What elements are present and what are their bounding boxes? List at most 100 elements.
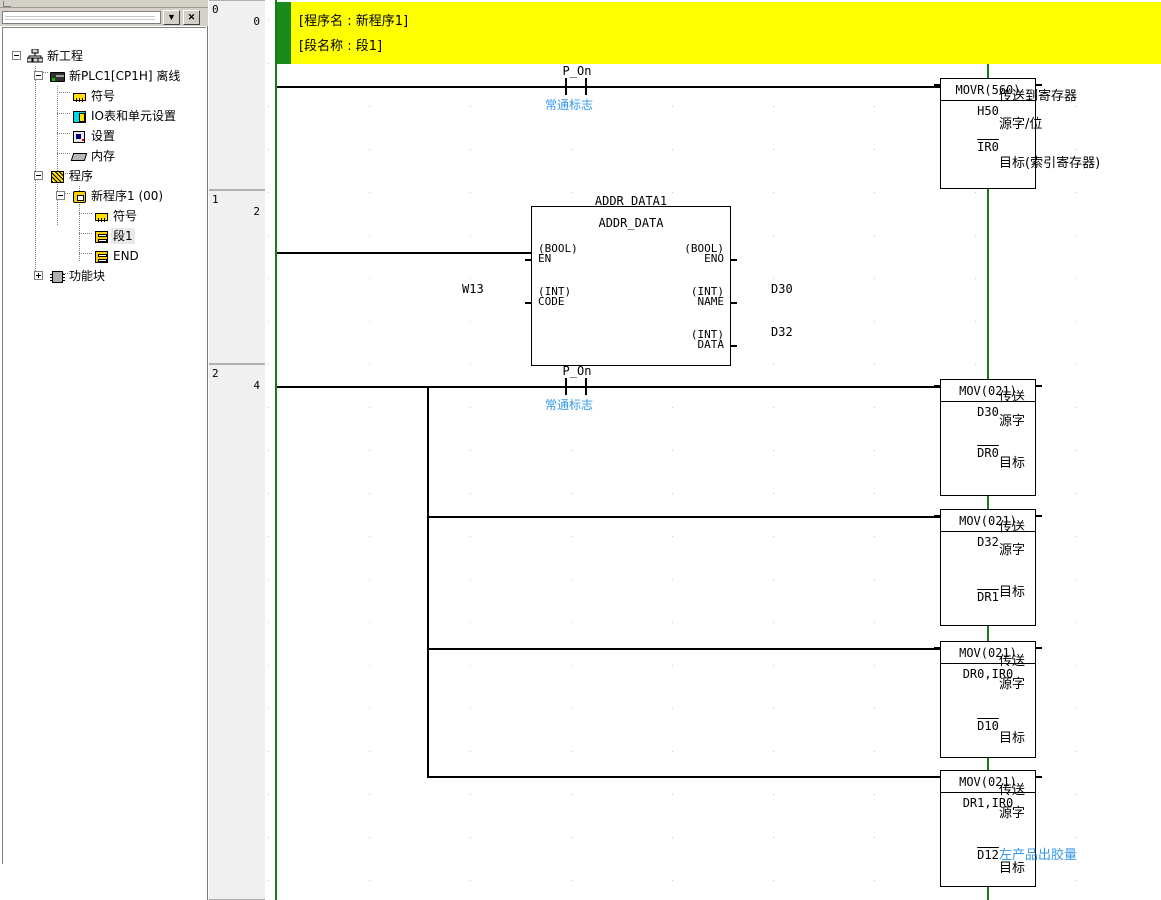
tree-connector bbox=[57, 92, 71, 93]
rung-number-cell[interactable]: 2 4 bbox=[209, 364, 265, 900]
right-power-rail bbox=[987, 364, 989, 900]
instruction-block-mov[interactable]: MOV(021) DR1,IR0 D12 bbox=[934, 770, 1042, 887]
rung-index: 2 bbox=[212, 367, 219, 380]
contact-p-on[interactable]: P_On 常通标志 bbox=[545, 64, 607, 112]
instr-operand-source: D30 bbox=[977, 405, 999, 419]
instr-opcode: MOV(021) bbox=[941, 642, 1035, 664]
rung-header-marker bbox=[277, 2, 291, 64]
instr-dest-symbol-comment: 左产品出胶量 bbox=[999, 848, 1078, 863]
tree-expander-expand-icon[interactable] bbox=[34, 271, 43, 280]
ladder-editor: 0 0 1 2 2 4 [程序名 : 新程序1] [段名称 : 段1] P_On bbox=[209, 0, 1161, 900]
instr-comment-dest: 目标 bbox=[999, 456, 1026, 471]
section-icon bbox=[93, 229, 109, 243]
left-power-rail bbox=[275, 190, 277, 364]
tree-item-label: 符号 bbox=[113, 209, 138, 223]
tree-item-label: IO表和单元设置 bbox=[91, 109, 176, 123]
rung-step-addr: 4 bbox=[253, 379, 260, 392]
close-icon[interactable]: ✕ bbox=[183, 10, 200, 25]
section-icon bbox=[93, 249, 109, 263]
tree-connector bbox=[79, 233, 93, 234]
instruction-block-mov[interactable]: MOV(021) D32 DR1 bbox=[934, 509, 1042, 626]
instr-comment-source: 源字 bbox=[999, 806, 1026, 821]
instr-comment-opcode: 传送 bbox=[999, 654, 1026, 669]
tree-scroll-area[interactable] bbox=[2, 864, 206, 898]
instr-operand-dest: D10 bbox=[977, 719, 999, 733]
instr-input-stub bbox=[934, 385, 940, 387]
fb-input-code: (INT) CODE bbox=[538, 285, 572, 308]
fb-arg-data: D32 bbox=[771, 325, 793, 339]
chevron-down-icon[interactable]: ▼ bbox=[163, 10, 180, 25]
branch-vertical-wire bbox=[427, 386, 429, 778]
instr-output-stub bbox=[1036, 776, 1042, 778]
rung-index: 1 bbox=[212, 193, 219, 206]
rung-number-cell[interactable]: 1 2 bbox=[209, 190, 265, 364]
section-name-label: [段名称 : 段1] bbox=[299, 39, 383, 54]
instr-comment-opcode: 传送到寄存器 bbox=[999, 89, 1078, 104]
tree-connector bbox=[79, 186, 80, 262]
tree-connector bbox=[57, 153, 71, 154]
program-icon bbox=[49, 169, 65, 183]
contact-p-on[interactable]: P_On 常通标志 bbox=[545, 364, 607, 412]
rung-number-cell[interactable]: 0 0 bbox=[209, 0, 265, 190]
branch-wire bbox=[427, 648, 940, 650]
tree-expander-collapse-icon[interactable] bbox=[12, 51, 21, 60]
instr-comment-source: 源字 bbox=[999, 414, 1026, 429]
contact-name: P_On bbox=[562, 364, 592, 378]
instr-comment-opcode: 传送 bbox=[999, 520, 1026, 535]
instruction-block-mov[interactable]: MOV(021) D30 DR0 bbox=[934, 379, 1042, 496]
tree-expander-collapse-icon[interactable] bbox=[34, 71, 43, 80]
tree-item-label: 程序 bbox=[69, 169, 94, 183]
rung-wire bbox=[277, 252, 534, 254]
tree-connector bbox=[57, 133, 71, 134]
rung-wire bbox=[277, 386, 940, 388]
function-block-addr-data[interactable]: ADDR_DATA (BOOL) EN (INT) CODE (BOOL) EN… bbox=[525, 206, 737, 366]
tree-item-label: 新程序1 (00) bbox=[91, 189, 164, 203]
fb-arg-name: D30 bbox=[771, 282, 793, 296]
instr-operand-dest: DR1 bbox=[977, 590, 999, 604]
right-power-rail bbox=[987, 190, 989, 364]
tree-item-label: 内存 bbox=[91, 149, 116, 163]
task-icon bbox=[71, 189, 87, 203]
instr-output-stub bbox=[1036, 84, 1042, 86]
instr-comment-dest: 目标 bbox=[999, 585, 1026, 600]
instr-output-stub bbox=[1036, 515, 1042, 517]
instr-comment-dest: 目标 bbox=[999, 731, 1026, 746]
tree-item-label: 符号 bbox=[91, 89, 116, 103]
symbol-icon bbox=[71, 89, 87, 103]
instr-operand-source: H50 bbox=[977, 104, 999, 118]
instr-comment-opcode: 传送 bbox=[999, 390, 1026, 405]
instr-input-stub bbox=[934, 84, 940, 86]
instr-operand-source: DR1,IR0 bbox=[962, 796, 1014, 810]
tree-expander-collapse-icon[interactable] bbox=[34, 171, 43, 180]
tree-item-label: 段1 bbox=[111, 228, 135, 244]
tree-item-label: 新工程 bbox=[47, 49, 84, 63]
instruction-block-mov[interactable]: MOV(021) DR0,IR0 D10 bbox=[934, 641, 1042, 758]
rung-number-gutter: 0 0 1 2 2 4 bbox=[209, 0, 265, 900]
symbol-icon bbox=[93, 209, 109, 223]
tree-connector bbox=[57, 173, 71, 174]
panel-titlebar bbox=[0, 0, 208, 8]
contact-comment: 常通标志 bbox=[545, 98, 594, 112]
fb-output-eno: (BOOL) ENO bbox=[684, 242, 724, 265]
instr-input-stub bbox=[934, 515, 940, 517]
project-tree[interactable]: 新工程 新PLC1[CP1H] 离线 符号 IO表和单元设置 bbox=[2, 27, 206, 898]
rung-comment-header[interactable]: [程序名 : 新程序1] [段名称 : 段1] bbox=[277, 2, 1161, 64]
instr-comment-dest: 目标 bbox=[999, 861, 1026, 876]
instr-output-stub bbox=[1036, 647, 1042, 649]
instr-operand-source: DR0,IR0 bbox=[962, 667, 1014, 681]
plc-icon bbox=[49, 69, 65, 83]
instr-operand-source: D32 bbox=[977, 535, 999, 549]
fb-output-stub-name bbox=[730, 302, 737, 304]
ladder-canvas[interactable]: [程序名 : 新程序1] [段名称 : 段1] P_On 常通标志 MOVR(5… bbox=[266, 0, 1161, 900]
project-tree-panel: ▼ ✕ 新工程 bbox=[0, 0, 208, 900]
left-power-rail bbox=[275, 364, 277, 900]
rung-step-addr: 0 bbox=[253, 15, 260, 28]
instr-opcode: MOV(021) bbox=[941, 380, 1035, 402]
instr-input-stub bbox=[934, 776, 940, 778]
tree-expander-collapse-icon[interactable] bbox=[56, 191, 65, 200]
project-select-input[interactable] bbox=[2, 11, 161, 24]
instruction-block-movr[interactable]: MOVR(560) H50 IR0 bbox=[934, 78, 1042, 189]
left-power-rail bbox=[275, 0, 277, 190]
fb-output-stub-eno bbox=[730, 259, 737, 261]
fb-input-stub-en bbox=[525, 259, 532, 261]
